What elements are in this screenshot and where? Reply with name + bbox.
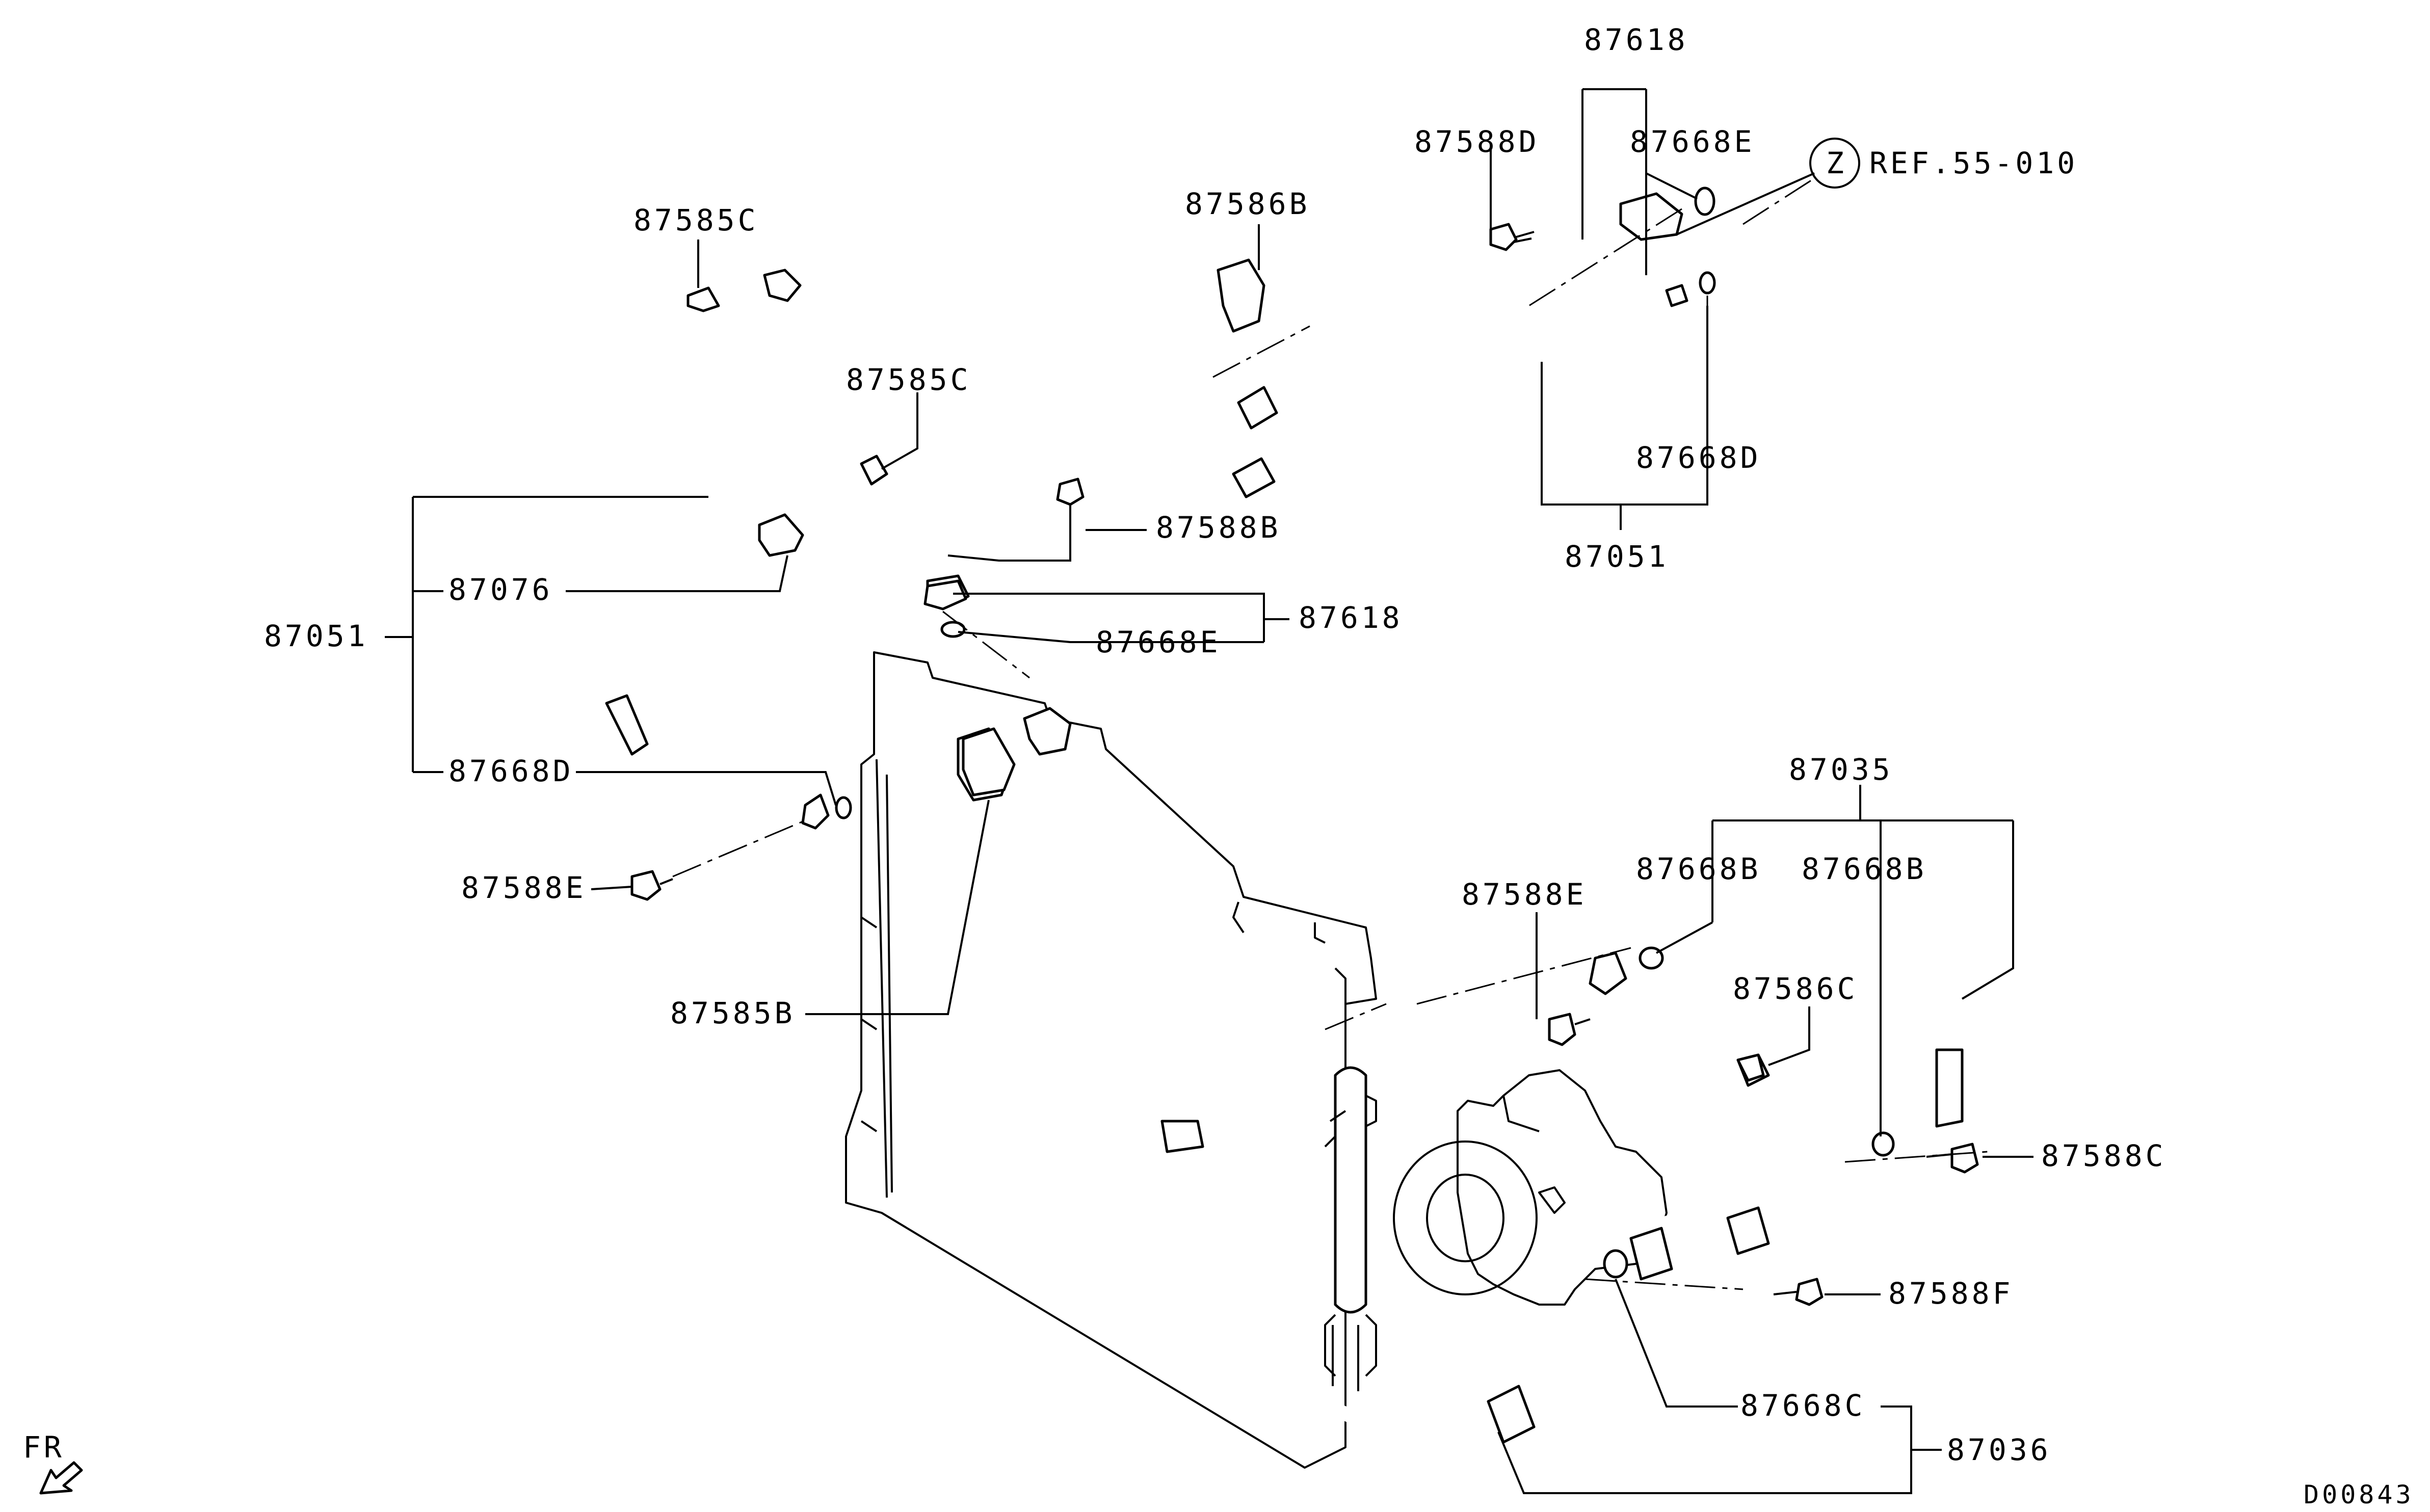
leader-lines [385,88,2033,1494]
label-87586C: 87586C [1733,971,1858,1006]
label-87618-top: 87618 [1584,22,1688,57]
label-87585C-second: 87585C [846,362,971,397]
front-direction-arrow [39,1461,83,1495]
part-labels: 87618 87588D 87668E Z REF.55-010 87585C … [23,22,2414,1509]
orings-drawing [835,187,1895,1279]
label-87036: 87036 [1947,1433,2051,1467]
label-87668D-right: 87668D [1636,440,1761,475]
drawing-id: D00843 [2304,1480,2414,1509]
label-87586B: 87586B [1185,187,1310,221]
label-87588D: 87588D [1414,124,1540,159]
label-87051-right: 87051 [1565,539,1669,574]
center-lines [672,177,1988,1290]
label-87668B-1: 87668B [1636,852,1761,886]
hoses-drawing [957,707,1969,1444]
label-ref-55-010: REF.55-010 [1869,146,2078,180]
label-87588E-right: 87588E [1462,877,1587,912]
receiver-drier-drawing [1324,1066,1377,1391]
label-87588E-left: 87588E [461,870,587,905]
label-87668E-top: 87668E [1630,124,1755,159]
label-87668E-mid: 87668E [1096,625,1221,659]
fasteners-drawing [630,223,1979,1306]
label-87588C: 87588C [2041,1138,2167,1173]
label-87618-mid: 87618 [1299,600,1403,635]
label-87076: 87076 [448,572,553,607]
label-87588F: 87588F [1888,1276,2014,1311]
label-87051-left: 87051 [264,619,368,653]
ref-circle [1809,138,1860,189]
label-fr: FR [23,1430,65,1465]
ref-circle-letter: Z [1826,146,1847,180]
condenser-drawing [845,651,1377,1469]
label-87035: 87035 [1789,752,1893,787]
label-87668B-2: 87668B [1802,852,1927,886]
label-87585C-top: 87585C [633,203,759,237]
label-87668D-left: 87668D [448,754,574,788]
label-87585B: 87585B [670,996,796,1030]
label-87668C: 87668C [1740,1388,1866,1423]
left-pipe-drawing [589,269,838,899]
label-87588B: 87588B [1156,510,1281,545]
